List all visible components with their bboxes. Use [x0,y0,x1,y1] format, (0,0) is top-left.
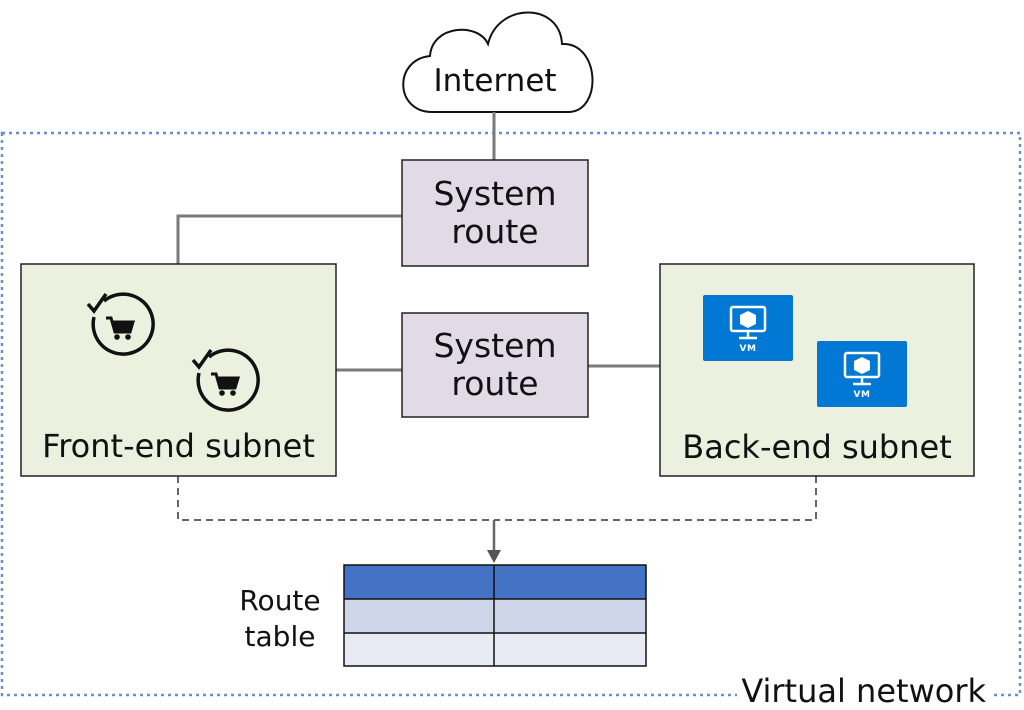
backend-association-line [494,476,817,521]
virtual-machine: VM [817,341,907,407]
vm-tag: VM [739,344,757,354]
route-table-row [344,599,646,633]
system-route-middle-box [401,312,589,418]
system-route-top-line1: System [433,174,557,213]
internet-label: Internet [433,63,557,99]
internet-cloud [402,11,594,113]
association-arrow-head [487,550,501,563]
front-end-subnet-label: Front-end subnet [42,427,315,465]
virtual-network-label: Virtual network [737,675,990,707]
system-route-top-label: System route [401,175,589,251]
route-table-header-row [344,565,646,599]
vm-tag: VM [853,390,871,400]
front-end-subnet-box [20,263,337,477]
system-route-top-box [401,159,589,267]
frontend-association-line [177,476,494,521]
vm-monitor-icon [843,351,881,386]
system-route-middle-line1: System [433,326,557,365]
route-table-row [344,633,646,666]
back-end-subnet-label: Back-end subnet [682,428,952,466]
system-route-top-line2: route [451,212,539,251]
shopping-cart-sync-icon [86,292,155,356]
shopping-cart-sync-icon [191,348,260,412]
virtual-machine: VM [703,295,793,361]
route-table-border [343,564,647,667]
route-to-frontend-line [176,214,402,264]
system-route-middle-line2: route [451,364,539,403]
vm-monitor-icon [729,305,767,340]
system-route-middle-label: System route [401,327,589,403]
route-table-label-line2: table [244,620,316,653]
route-table-label-line1: Route [239,584,321,617]
virtual-network-boundary [0,131,1022,697]
route-table-label: Route table [222,583,338,655]
